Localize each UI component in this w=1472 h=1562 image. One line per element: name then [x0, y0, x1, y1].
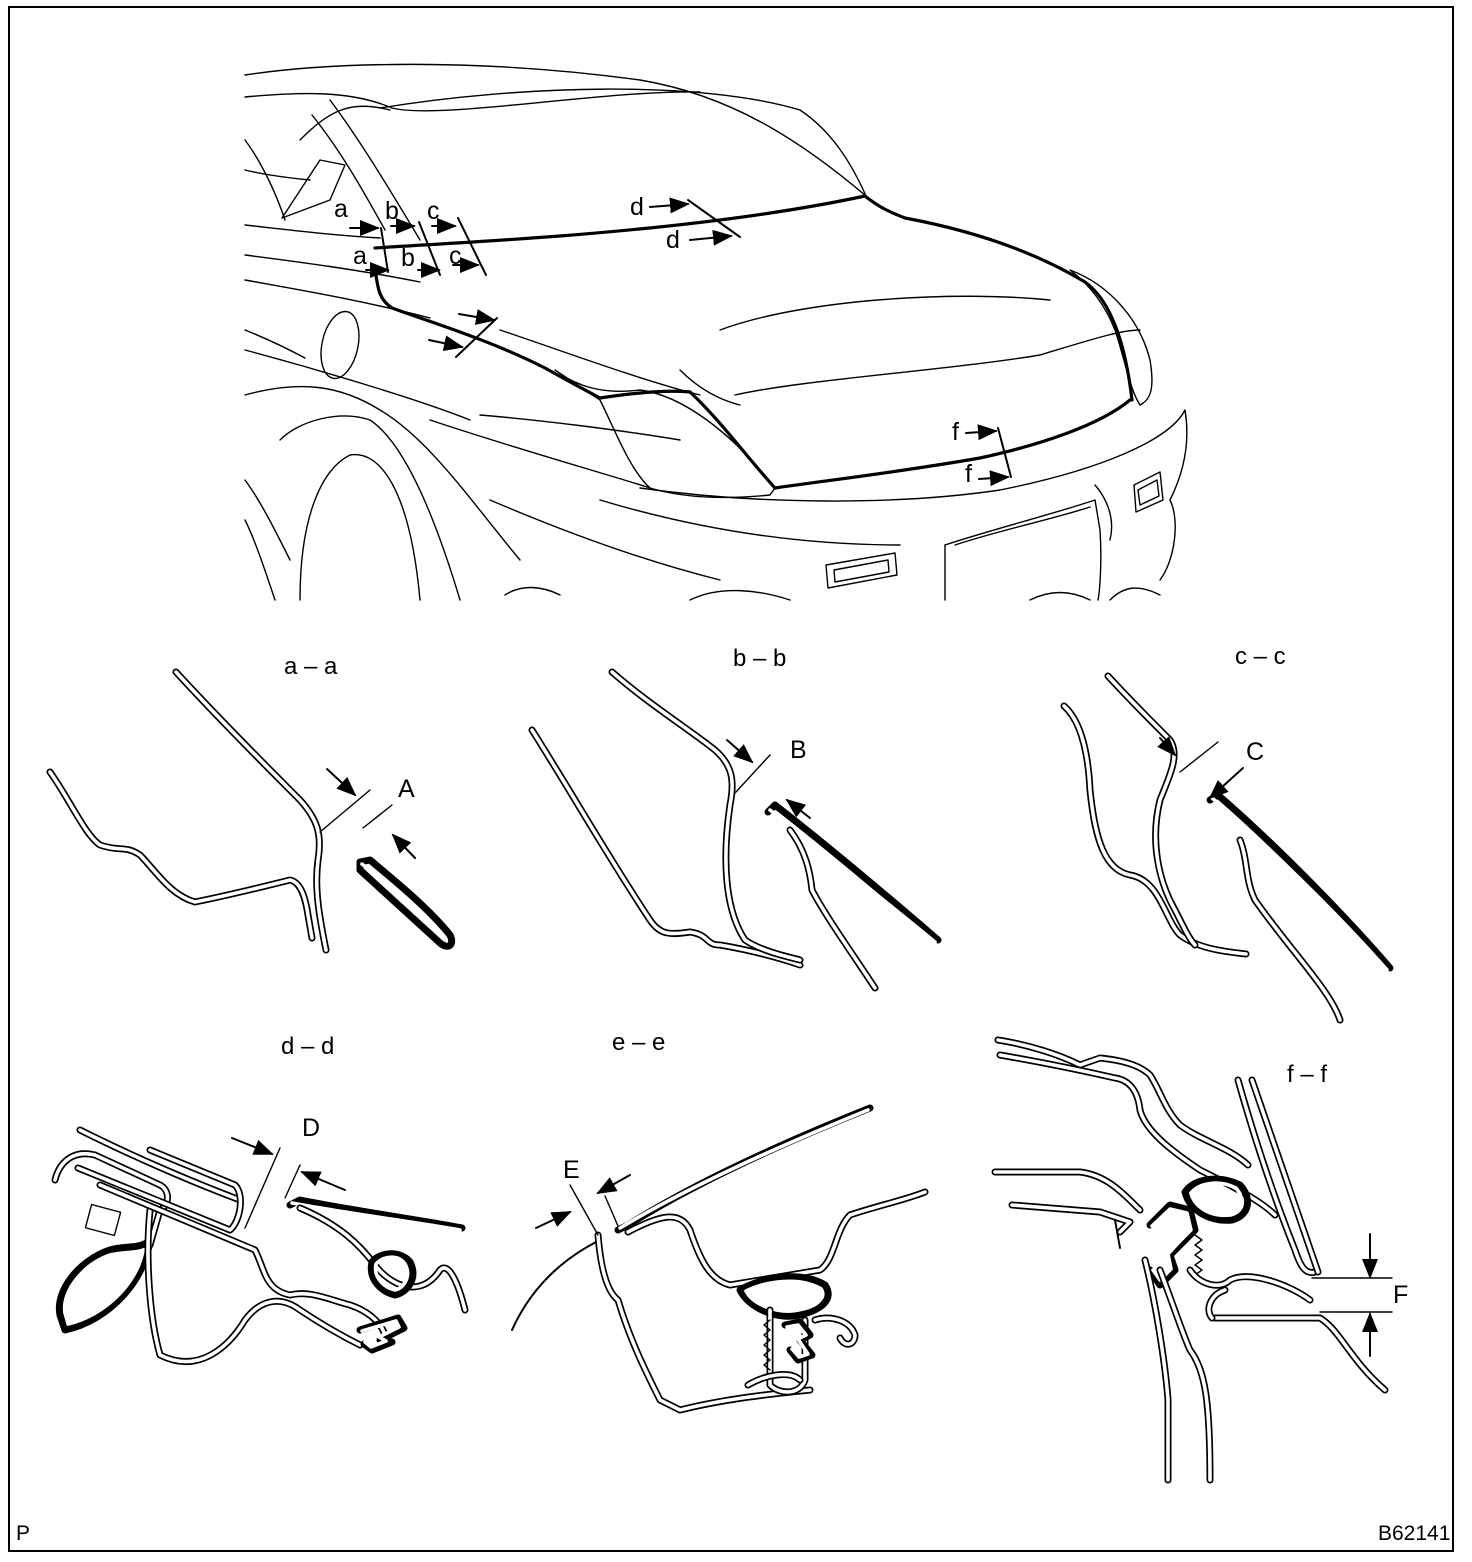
section-a-a-title: a – a: [284, 653, 338, 680]
mark-d-lower: d: [666, 226, 680, 254]
mark-c-lower: c: [449, 242, 462, 270]
gap-label-C: C: [1246, 738, 1264, 766]
mark-f-lower: f: [965, 460, 972, 488]
gap-label-F: F: [1393, 1281, 1408, 1309]
mark-d-upper: d: [630, 193, 644, 221]
section-b-b-title: b – b: [733, 645, 786, 672]
section-d-d: [51, 1126, 469, 1365]
section-c-c: [1060, 672, 1394, 1024]
gap-label-B: B: [790, 736, 807, 764]
mark-a-lower: a: [353, 242, 367, 270]
section-e-e: [511, 1104, 929, 1414]
section-f-f: [991, 1036, 1393, 1484]
car-illustration: [244, 63, 1188, 601]
section-e-e-title: e – e: [612, 1029, 665, 1056]
mark-b-lower: b: [401, 244, 415, 272]
mark-b-upper: b: [385, 197, 399, 225]
figure-frame: [8, 6, 1454, 1552]
mark-f-upper: f: [952, 418, 959, 446]
gap-label-D: D: [302, 1114, 320, 1142]
mark-c-upper: c: [427, 197, 440, 225]
section-b-b: [528, 668, 942, 992]
mark-a-upper: a: [334, 195, 348, 223]
figure-code: B62141: [1378, 1522, 1450, 1545]
section-c-c-title: c – c: [1235, 643, 1286, 670]
section-d-d-title: d – d: [281, 1033, 334, 1060]
section-f-f-title: f – f: [1287, 1061, 1327, 1088]
gap-label-E: E: [563, 1156, 580, 1184]
gap-label-A: A: [398, 775, 415, 803]
section-a-a: [46, 668, 456, 954]
corner-mark-p: P: [16, 1522, 30, 1545]
